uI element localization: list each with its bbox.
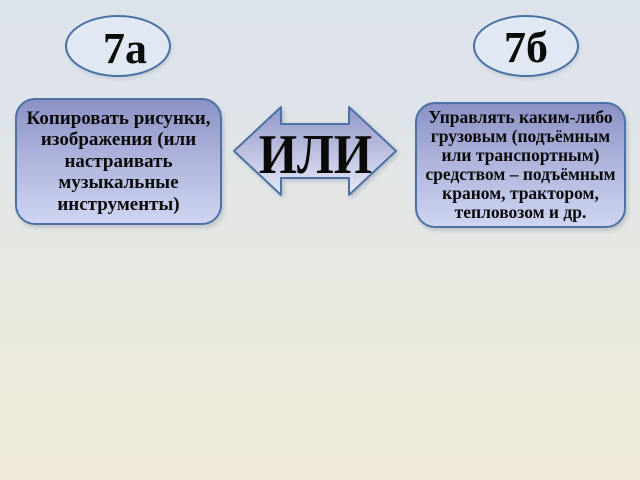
right-option-text-line: тепловозом и др. xyxy=(454,202,587,222)
right-option-box: Управлять каким-либо грузовым (подъёмным… xyxy=(415,102,626,228)
right-option-text-line: краном, трактором, xyxy=(442,183,599,203)
double-arrow xyxy=(233,106,397,196)
left-option-text-line: изображения (или xyxy=(40,129,197,151)
right-option-text-line: средством – подъёмным xyxy=(425,164,616,184)
left-option-text-line: настраивать xyxy=(64,150,173,172)
class-badge-7b-label: 7б xyxy=(504,23,548,72)
double-arrow-shape xyxy=(233,106,397,196)
class-badge-7a: 7а xyxy=(65,15,171,77)
class-badge-7a-label: 7а xyxy=(103,24,147,73)
left-option-text-line: инструменты) xyxy=(57,193,180,215)
left-option-text-line: Копировать рисунки, xyxy=(26,107,211,129)
left-option-text-line: музыкальные xyxy=(58,172,179,194)
right-option-text-line: или транспортным) xyxy=(441,145,600,165)
right-option-text-line: грузовым (подъёмным xyxy=(430,126,611,146)
right-option-text-line: Управлять каким-либо xyxy=(428,107,613,127)
left-option-box: Копировать рисунки, изображения (или нас… xyxy=(15,98,222,225)
class-badge-7b: 7б xyxy=(473,15,579,77)
